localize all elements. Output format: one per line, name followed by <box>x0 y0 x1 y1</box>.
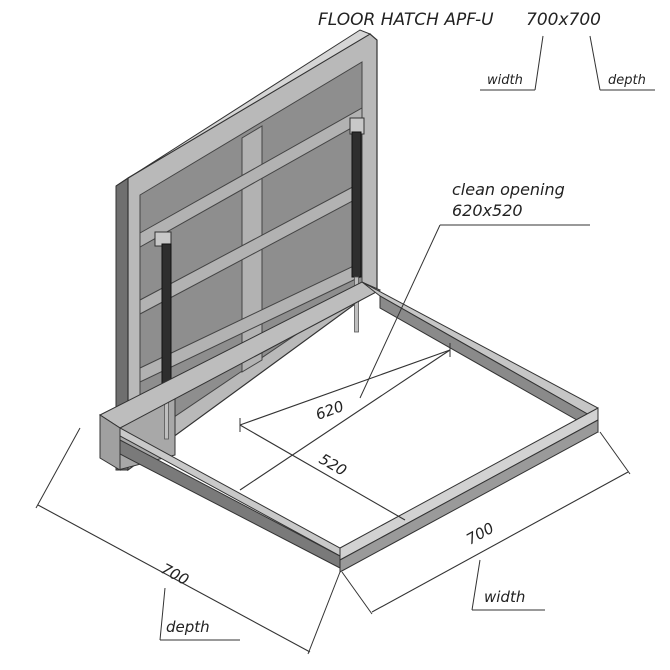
dim-700-width-label: 700 <box>463 519 497 549</box>
base-frame <box>99 281 599 573</box>
title-width-leader <box>534 35 544 91</box>
dim-700-width-ext-2 <box>599 431 631 475</box>
frame-left-side <box>119 439 341 569</box>
lid-rib-middle <box>139 181 363 315</box>
strut-left <box>161 243 172 390</box>
hatch-lid <box>115 29 378 472</box>
width-label: width <box>484 588 525 606</box>
title-size: 700x700 <box>526 10 601 30</box>
gas-struts <box>154 117 365 440</box>
clean-opening-leader <box>359 224 441 399</box>
dim-700-depth-line <box>37 504 311 653</box>
dim-700-width-ext-1 <box>341 571 373 615</box>
dim-700-width-line <box>371 471 629 613</box>
depth-label-leader <box>159 587 166 641</box>
lid-top-edge <box>115 29 372 187</box>
rod-right <box>354 276 359 333</box>
dim-700-depth-label: 700 <box>158 560 192 589</box>
strut-right <box>351 131 362 278</box>
dim-520-inner <box>239 349 451 491</box>
dim-700-depth-ext-2 <box>307 571 341 655</box>
title-width-label: width <box>487 73 523 88</box>
dim-620-label: 620 <box>313 397 346 424</box>
title-depth-label: depth <box>608 73 646 88</box>
dim-520-label: 520 <box>316 450 350 480</box>
width-label-leader <box>471 559 481 611</box>
title-depth-leader <box>589 35 601 91</box>
dim-520-line <box>239 424 406 521</box>
clean-opening-size: 620x520 <box>452 201 523 220</box>
title-text: FLOOR HATCH APF-U <box>318 10 494 30</box>
frame-corner-post <box>99 414 121 471</box>
clean-opening-label: clean opening <box>452 180 565 199</box>
frame-front-side <box>339 419 599 573</box>
depth-label: depth <box>166 618 210 636</box>
dim-620-line <box>239 349 451 426</box>
lid-rib-lower <box>139 261 363 383</box>
dim-700-depth-ext-1 <box>35 427 81 509</box>
dimension-lines <box>35 35 655 655</box>
frame-right-side <box>379 295 599 433</box>
